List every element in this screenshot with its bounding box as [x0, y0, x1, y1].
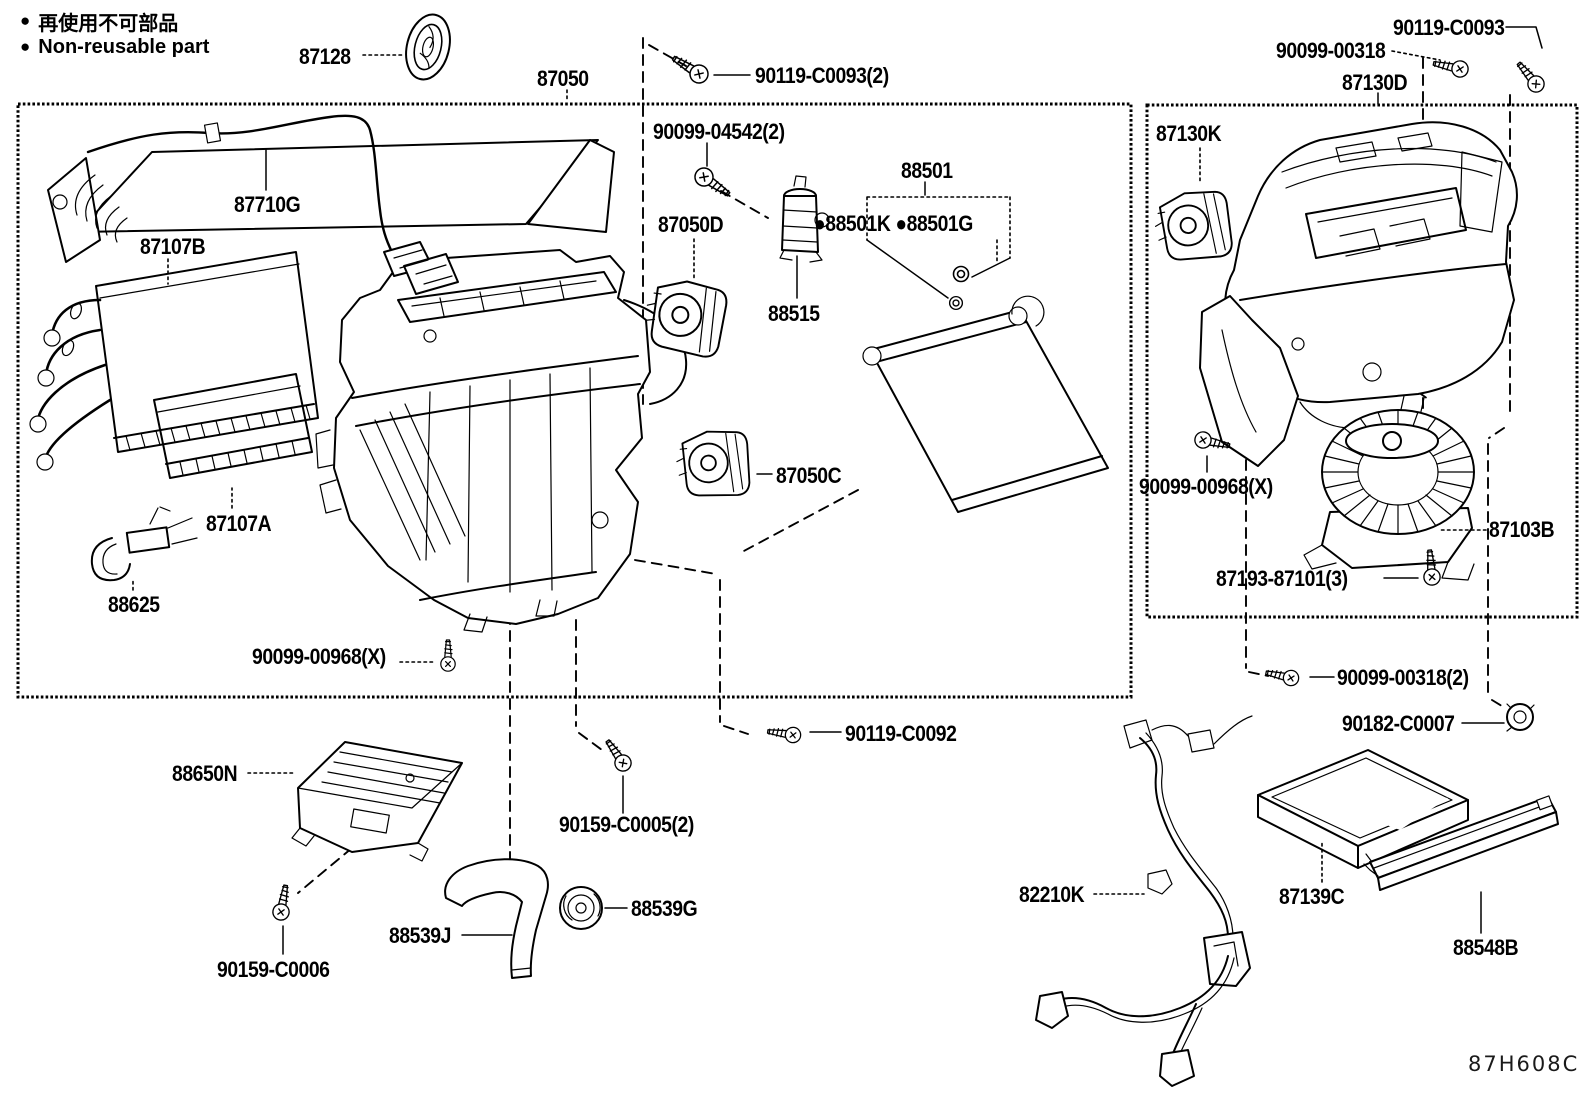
part-label-88501K-88501G: ●88501K ●88501G — [814, 211, 973, 236]
grommet-87128-drawing — [405, 13, 451, 81]
screw-90119-C0092-drawing — [766, 723, 803, 745]
screw-90099-00968X-left-drawing — [440, 639, 456, 672]
core-87107A-drawing — [153, 373, 313, 479]
legend-row-en: ● Non-reusable part — [20, 34, 209, 60]
part-label-88650N: 88650N — [172, 761, 238, 786]
hvac-case-87050-drawing — [315, 241, 688, 633]
part-label-87107A: 87107A — [206, 511, 272, 536]
part-label-90099-00968X-right: 90099-00968(X) — [1139, 474, 1273, 499]
non-reusable-bullet-icon: ● — [20, 37, 31, 56]
part-label-82210K: 82210K — [1019, 882, 1085, 907]
cabin-filter-87139C-drawing — [1257, 749, 1469, 869]
part-label-90159-C0005-2: 90159-C0005(2) — [559, 812, 694, 837]
part-label-90119-C0092: 90119-C0092 — [845, 721, 957, 746]
legend: ● 再使用不可部品 ● Non-reusable part — [20, 8, 209, 60]
heater-core-87107B-drawing — [29, 251, 319, 471]
expansion-valve-88515-drawing — [779, 175, 830, 263]
part-label-90099-00318-2: 90099-00318(2) — [1337, 665, 1469, 690]
filter-cover-88548B-drawing — [1363, 795, 1559, 891]
drain-hose-88539J-drawing — [444, 858, 549, 979]
part-label-87103B: 87103B — [1489, 517, 1555, 542]
oring-88501K-drawing — [948, 295, 964, 311]
part-label-88539G: 88539G — [631, 896, 698, 921]
grommet-90182-C0007-drawing — [1506, 703, 1535, 732]
part-label-88539J: 88539J — [389, 923, 451, 948]
main-assembly-box — [16, 102, 1133, 699]
diagram-code: 87H608C — [1468, 1052, 1580, 1076]
part-label-88501: 88501 — [901, 158, 953, 183]
bracket-88501-dotted — [866, 196, 1011, 263]
label-leaders — [132, 26, 1543, 955]
radiator-and-pipe-87710G-drawing — [47, 114, 615, 263]
part-label-90099-00968X-left: 90099-00968(X) — [252, 644, 386, 669]
screw-90159-C0005-drawing — [600, 735, 635, 775]
part-label-87193-87101-3: 87193-87101(3) — [1216, 566, 1348, 591]
blower-assembly-box — [1145, 103, 1579, 619]
non-reusable-bullet-icon: ● — [20, 11, 31, 30]
blower-fan-87103B-drawing — [1303, 409, 1475, 581]
oring-88501G-drawing — [952, 265, 970, 283]
part-label-87050: 87050 — [537, 66, 589, 91]
clamp-88625-drawing — [90, 506, 198, 582]
legend-row-jp: ● 再使用不可部品 — [20, 8, 209, 35]
part-label-87130K: 87130K — [1156, 121, 1222, 146]
legend-text-en: Non-reusable part — [38, 35, 210, 58]
screw-90099-04542-drawing — [690, 163, 735, 203]
part-label-87050D: 87050D — [658, 212, 724, 237]
servo-87130K-drawing — [1149, 185, 1237, 268]
part-label-90182-C0007: 90182-C0007 — [1342, 711, 1455, 736]
part-label-87139C: 87139C — [1279, 884, 1345, 909]
legend-text-jp: 再使用不可部品 — [38, 12, 179, 35]
screw-90099-00318-top-drawing — [1431, 54, 1471, 80]
part-label-90119-C0093-top: 90119-C0093 — [1393, 15, 1505, 40]
part-label-90099-04542-2: 90099-04542(2) — [653, 119, 785, 144]
evaporator-88501-drawing — [862, 295, 1109, 513]
part-label-87710G: 87710G — [234, 192, 301, 217]
blower-case-87130D-drawing — [1199, 121, 1518, 467]
screw-90119-C0093-right-drawing — [1511, 57, 1549, 97]
part-label-88625: 88625 — [108, 592, 160, 617]
part-label-87107B: 87107B — [140, 234, 206, 259]
part-label-88548B: 88548B — [1453, 935, 1519, 960]
wire-harness-82210K-drawing — [1035, 715, 1253, 1087]
bracket-88501-leaders — [866, 239, 1011, 299]
part-label-87050C: 87050C — [776, 463, 842, 488]
part-label-88515: 88515 — [768, 301, 820, 326]
part-label-90119-C0093-2: 90119-C0093(2) — [755, 63, 889, 88]
servo-87050D-drawing — [640, 275, 730, 360]
screw-90159-C0006-drawing — [270, 883, 295, 923]
screw-90099-00318-2-drawing — [1263, 664, 1301, 688]
part-label-87128: 87128 — [299, 44, 351, 69]
part-label-87130D: 87130D — [1342, 70, 1408, 95]
screw-90119-C0093-2-drawing — [668, 49, 713, 88]
part-label-90159-C0006: 90159-C0006 — [217, 957, 330, 982]
part-label-90099-00318: 90099-00318 — [1276, 38, 1386, 63]
amplifier-88650N-drawing — [291, 741, 463, 862]
servo-87050C-drawing — [673, 426, 754, 502]
grommet-88539G-drawing — [559, 886, 603, 930]
